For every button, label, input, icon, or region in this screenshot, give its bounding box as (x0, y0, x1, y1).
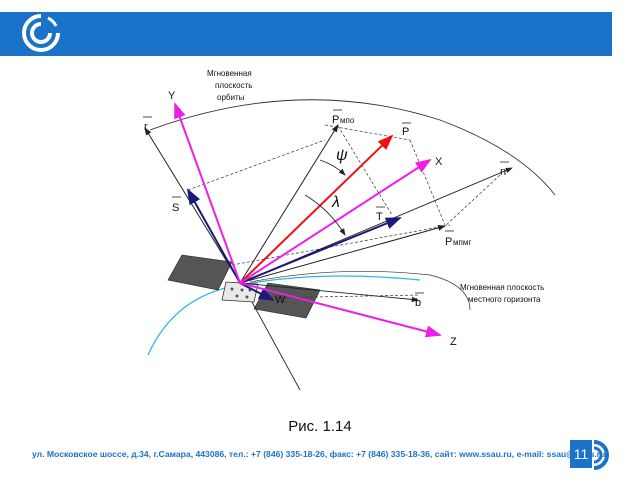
header-bar (0, 12, 612, 56)
page-number: 11 (570, 440, 592, 468)
label-s: S (172, 202, 179, 214)
label-p-mpmg-sub: мпмг (453, 238, 471, 247)
label-b: b (415, 297, 421, 309)
vector-t (239, 217, 402, 284)
vector-b (239, 282, 419, 303)
vector-p-mpmg (239, 224, 446, 284)
angle-lambda-arc (304, 194, 346, 236)
angle-psi-arc (319, 159, 346, 176)
label-lambda: λ (331, 194, 340, 211)
label-p-mpo-sub: мпо (340, 116, 355, 125)
orbit-plane-label-3: орбиты (217, 93, 245, 102)
horizon-plane-label-2: местного горизонта (468, 295, 541, 304)
ssau-logo-icon (20, 12, 62, 54)
axis-y (174, 102, 241, 284)
vector-down (251, 301, 301, 391)
vector-r (144, 127, 241, 284)
axis-z (239, 282, 442, 338)
vector-s (187, 188, 241, 284)
footer: ул. Московское шоссе, д.34, г.Самара, 44… (0, 440, 640, 476)
label-y: Y (168, 90, 176, 102)
label-z: Z (450, 336, 457, 348)
label-p-mpo: P (332, 114, 339, 126)
label-p: P (402, 126, 409, 138)
orbit-plane-label-2: плоскость (215, 81, 252, 90)
solar-panel-left (167, 254, 233, 291)
label-r: r (144, 121, 148, 133)
footer-address: ул. Московское шоссе, д.34, г.Самара, 44… (32, 449, 606, 459)
figure-caption: Рис. 1.14 (288, 418, 352, 435)
footer-logo-icon (593, 440, 609, 470)
satellite-body (221, 281, 259, 303)
orbit-plane-label-1: Мгновенная (207, 69, 252, 78)
orbit-plane-arc (149, 99, 556, 196)
label-x: X (435, 156, 443, 168)
label-psi: ψ (336, 147, 348, 164)
horizon-plane-curve (249, 270, 471, 311)
vector-p-mpo (239, 124, 339, 284)
orbital-diagram: Мгновенная плоскость орбиты Мгновенная п… (143, 69, 556, 391)
axis-x (239, 158, 432, 284)
label-n: n (500, 166, 506, 178)
label-w: W (275, 294, 286, 306)
label-p-mpmg: P (445, 236, 452, 248)
label-t: T (376, 211, 383, 223)
vector-w (239, 282, 275, 301)
horizon-plane-label-1: Мгновенная плоскость (460, 283, 544, 292)
vector-p (239, 134, 394, 284)
